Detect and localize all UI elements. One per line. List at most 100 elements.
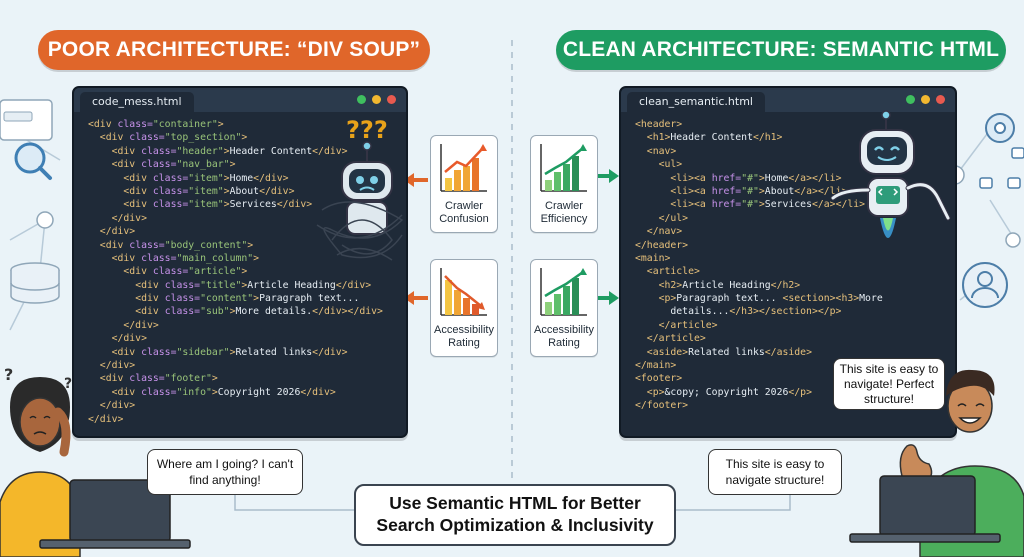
code-line: <h1>Header Content</h1> (635, 131, 955, 144)
code-token: </ul> (658, 212, 689, 224)
code-token: </div> (111, 333, 147, 345)
file-tab[interactable]: clean_semantic.html (627, 92, 765, 112)
code-token: Related links (235, 346, 313, 358)
code-block: <div class="container"> <div class="top_… (74, 118, 406, 436)
code-token: "container" (152, 119, 218, 130)
code-line: <li><a href="#">Home</a></li> (635, 172, 955, 185)
network-node-icon (1005, 232, 1021, 248)
code-token: details... (670, 306, 730, 318)
code-line: <div class="item">Home</div> (88, 172, 406, 185)
code-token: <div (111, 346, 142, 358)
code-token: </p> (788, 386, 812, 398)
code-line: <div class="content">Paragraph text... (88, 292, 406, 305)
code-token (88, 266, 123, 277)
code-token (88, 146, 112, 157)
code-line: <li><a href="#">About</a></li> (635, 185, 955, 198)
code-line: </header> (635, 239, 955, 252)
close-dot-icon[interactable] (387, 95, 396, 104)
code-line: </main> (635, 359, 955, 372)
maximize-dot-icon[interactable] (906, 95, 915, 104)
code-token: <div (88, 119, 118, 130)
code-token: > (758, 185, 765, 197)
code-line: </nav> (635, 225, 955, 238)
code-token: > (223, 172, 230, 184)
code-token (635, 159, 659, 170)
card-label: Accessibility Rating (534, 324, 594, 349)
code-line: </div> (88, 413, 406, 426)
code-token: Home (764, 172, 789, 184)
code-token: <div (111, 159, 142, 171)
code-token: <div (123, 199, 153, 211)
code-token (88, 132, 100, 143)
code-token: <div (99, 132, 130, 144)
maximize-dot-icon[interactable] (357, 95, 366, 104)
arrow-left-orange-bottom (404, 291, 428, 305)
code-line: <p>&copy; Copyright 2026</p> (635, 386, 955, 399)
code-mess-window: code_mess.html <div class="container"> <… (72, 86, 408, 438)
code-token: <p> (658, 293, 677, 305)
code-line: </div> (88, 319, 406, 332)
code-token: "top_section" (164, 132, 242, 144)
code-token (88, 173, 123, 184)
code-line: <p>Paragraph text... <section><h3>More (635, 292, 955, 305)
footer-line-1: Use Semantic HTML for Better (389, 493, 641, 513)
code-token (88, 347, 112, 358)
gear-icon (985, 113, 1015, 143)
code-token: <footer> (635, 373, 683, 385)
code-line: details...</h3></section></p> (635, 305, 955, 318)
code-token: </aside> (764, 346, 812, 358)
code-token (635, 280, 659, 291)
code-token: <div (135, 306, 165, 318)
code-token: class= (117, 119, 153, 130)
footer-line-2: Search Optimization & Inclusivity (376, 515, 654, 535)
code-token: > (241, 279, 248, 291)
code-line: <div class="article"> (88, 265, 406, 278)
code-token: </div></div> (312, 306, 383, 318)
code-token: <header> (635, 119, 683, 130)
code-token: > (247, 239, 254, 251)
poor-architecture-title: POOR ARCHITECTURE: “DIV SOUP” (38, 30, 430, 70)
clean-architecture-title: CLEAN ARCHITECTURE: SEMANTIC HTML (556, 30, 1006, 70)
code-token: </nav> (646, 226, 683, 238)
file-tab[interactable]: code_mess.html (80, 92, 194, 112)
code-token: </div> (99, 226, 136, 238)
code-token: > (241, 266, 248, 278)
code-token: </div> (99, 360, 136, 372)
code-token: <li><a (670, 199, 712, 211)
code-line: <div class="container"> (88, 118, 406, 131)
code-token: <h2> (658, 279, 683, 291)
code-token: <aside> (646, 346, 689, 358)
code-token: > (223, 145, 230, 157)
question-marks: ??? (346, 116, 388, 144)
code-token (88, 253, 112, 264)
code-token: <div (123, 266, 153, 278)
close-dot-icon[interactable] (936, 95, 945, 104)
code-token: More (859, 293, 883, 305)
minimize-dot-icon[interactable] (372, 95, 381, 104)
code-token (88, 320, 123, 331)
bubble-text: This site is easy to navigate structure! (725, 457, 825, 487)
code-token: class= (141, 386, 177, 398)
code-token (88, 293, 135, 304)
code-token (635, 333, 647, 344)
user-profile-icon (962, 262, 1008, 308)
code-token: class= (129, 373, 165, 385)
code-token: class= (152, 185, 189, 197)
code-token: <div (123, 185, 153, 197)
code-token (635, 266, 647, 277)
card-label: Crawler Confusion (439, 200, 489, 225)
code-token: > (253, 252, 260, 264)
code-token: <main> (635, 252, 671, 264)
code-line: <div class="item">Services</div> (88, 198, 406, 211)
code-line: <ul> (635, 158, 955, 171)
minimize-dot-icon[interactable] (921, 95, 930, 104)
code-token: </div> (312, 346, 348, 358)
code-token: </div> (335, 279, 372, 291)
code-line: </div> (88, 359, 406, 372)
code-token: Copyright 2026 (217, 386, 301, 398)
bar-chart-up-green-icon (540, 144, 587, 192)
code-token: "footer" (164, 373, 212, 385)
code-line: <div class="nav_bar"> (88, 158, 406, 171)
code-token: <li><a (670, 172, 712, 184)
code-line: </div> (88, 212, 406, 225)
